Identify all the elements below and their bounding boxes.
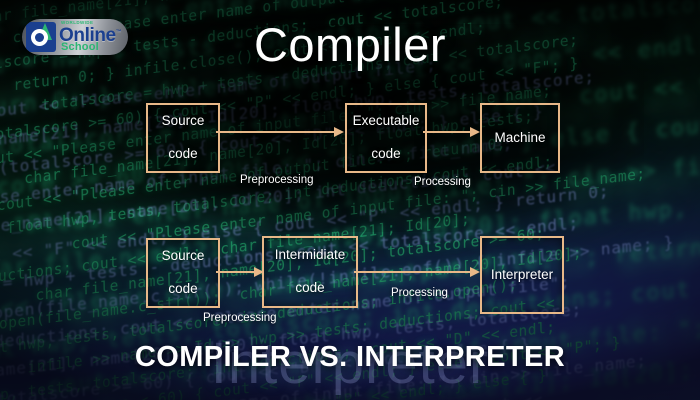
node-label: Machine	[494, 129, 546, 145]
brand-logo-text: WORLDWIDE Online™ School	[59, 21, 128, 53]
brand-name: Online™	[59, 24, 122, 46]
node-interpreter: Interpreter	[480, 236, 564, 314]
brand-subname: School	[61, 40, 99, 53]
edge-label-processing-compiler: Processing	[414, 176, 471, 188]
brand-tagline: WORLDWIDE	[61, 20, 94, 26]
page-title: Compiler	[253, 18, 447, 71]
circle-leaf-logo-icon	[26, 22, 56, 52]
node-label: Interpreter	[490, 266, 554, 282]
edge-label-processing-interpreter: Processing	[391, 287, 448, 299]
brand-logo[interactable]: WORLDWIDE Online™ School	[22, 19, 128, 55]
footer-watermark: Interpreter	[210, 331, 490, 396]
edge-label-preprocessing-interpreter: Preprocessing	[203, 312, 277, 324]
arrow-source-to-intermidiate	[216, 267, 264, 277]
arrow-source-to-executable	[216, 127, 344, 137]
arrow-intermidiate-to-interpreter	[354, 267, 480, 277]
node-machine: Machine	[480, 103, 560, 173]
arrow-executable-to-machine	[423, 127, 480, 137]
edge-label-preprocessing-compiler: Preprocessing	[240, 174, 314, 186]
trademark-glyph: ™	[115, 29, 122, 36]
footer-title: COMPİLER VS. INTERPRETER	[134, 341, 566, 373]
